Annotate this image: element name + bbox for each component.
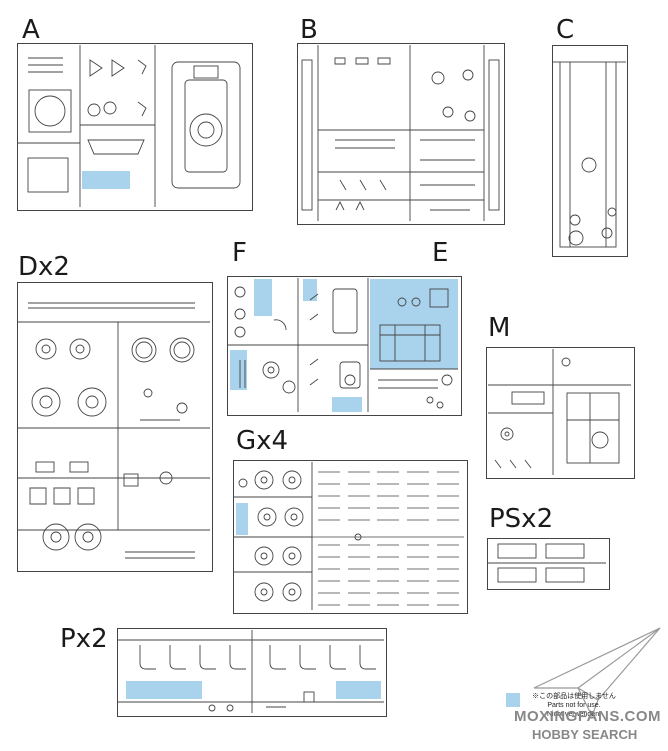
sprue-c-frame [552, 45, 628, 257]
sprue-f-parts [228, 278, 369, 412]
sprue-f-label: F [232, 238, 247, 268]
sprue-d-frame [17, 282, 213, 572]
sprue-f-unused-part-5 [230, 350, 247, 390]
sprue-c-parts [552, 61, 626, 248]
note-line-german: Nicht verwenden. [546, 711, 602, 718]
sprue-e-parts [370, 288, 458, 409]
sprue-f-unused-parts-top [254, 279, 272, 316]
sprue-ps-label: PSx2 [489, 504, 554, 534]
sprue-b-label: B [300, 15, 318, 45]
sprue-g-track-links [312, 471, 464, 606]
sprue-b-frame [297, 43, 505, 225]
sprue-e-unused-parts [370, 279, 458, 369]
sprue-m-label: M [488, 313, 511, 343]
sprue-p-parts [118, 630, 384, 713]
note-line-japanese: ※この部品は使用しません [532, 693, 616, 700]
sprue-d-label: Dx2 [18, 252, 70, 282]
note-line-english: Parts not for use. [547, 702, 601, 709]
sprue-e-label: E [432, 238, 449, 268]
unused-parts-legend-swatch [506, 693, 520, 707]
sprue-p-unused-parts-right [336, 681, 381, 699]
sprue-g-parts [234, 462, 362, 610]
sprue-d-parts [18, 302, 210, 559]
sprue-c-label: C [556, 15, 575, 45]
sprue-f-unused-parts-1-7 [303, 279, 317, 301]
unused-parts-note: ※この部品は使用しません Parts not for use. Nicht ve… [519, 692, 629, 719]
site-watermark: MOXINGFANS.COM [514, 708, 662, 725]
paper-plane-logo [533, 627, 661, 718]
sprue-m-parts [488, 349, 631, 475]
sprue-g-label: Gx4 [236, 426, 289, 456]
sprue-ps-parts [488, 543, 606, 583]
sprue-ps-frame [487, 538, 610, 590]
sprue-g-unused-part-6 [236, 503, 248, 535]
sprue-a-label: A [22, 15, 40, 45]
brand-watermark: HOBBY SEARCH [532, 727, 638, 742]
sprue-p-unused-parts-left [126, 681, 202, 699]
sprue-a-parts [18, 45, 241, 207]
sprue-f-unused-part-15 [332, 397, 362, 412]
sprue-p-label: Px2 [60, 624, 108, 654]
sprue-a-unused-parts [82, 171, 130, 189]
sprue-b-parts [301, 45, 500, 221]
